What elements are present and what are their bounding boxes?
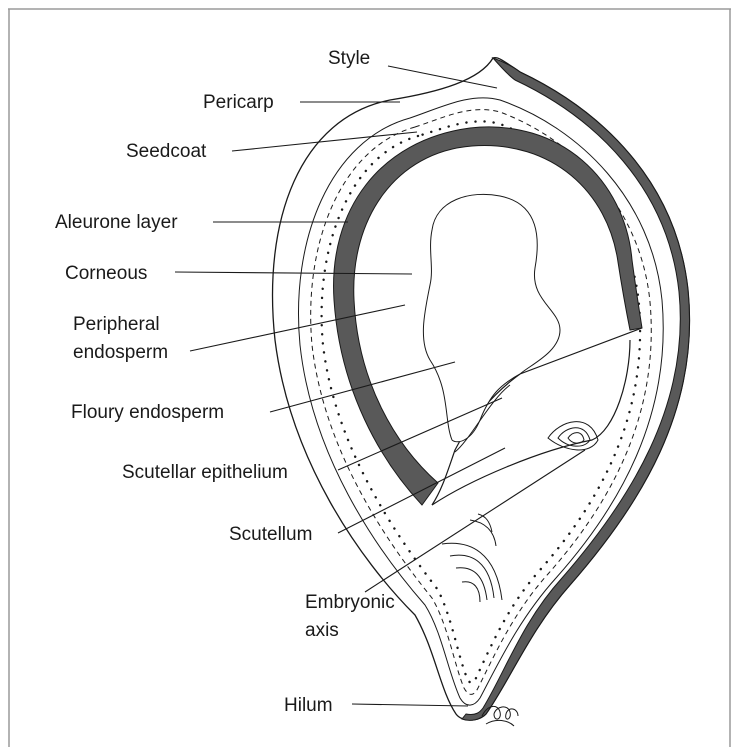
label-hilum: Hilum	[284, 695, 333, 716]
label-corneous: Corneous	[65, 263, 147, 284]
label-embryonic-axis-line1: Embryonic	[305, 592, 395, 613]
label-peripheral-endosperm-line2: endosperm	[73, 342, 168, 363]
hilum-scribble	[482, 706, 518, 726]
label-peripheral-endosperm-line1: Peripheral	[73, 314, 160, 335]
label-floury-endosperm: Floury endosperm	[71, 402, 224, 423]
label-pericarp: Pericarp	[203, 92, 274, 113]
label-scutellar-epithelium: Scutellar epithelium	[122, 462, 288, 483]
label-seedcoat: Seedcoat	[126, 141, 207, 162]
label-embryonic-axis-line2: axis	[305, 620, 339, 641]
label-scutellum: Scutellum	[229, 524, 312, 545]
label-aleurone-layer: Aleurone layer	[55, 212, 178, 233]
label-style: Style	[328, 48, 370, 69]
